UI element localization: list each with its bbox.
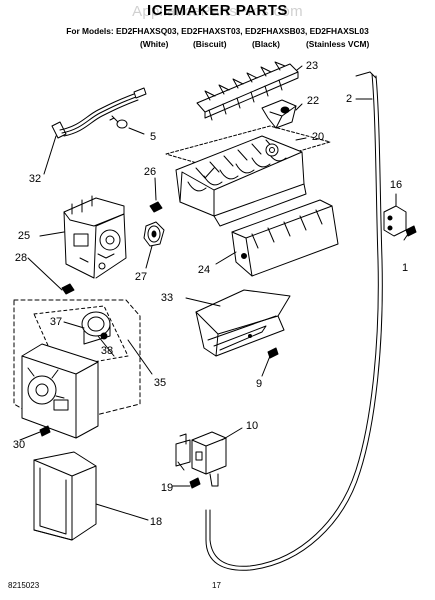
callout-18: 18 (149, 516, 163, 528)
screw-5-part (109, 115, 128, 129)
motor-part (81, 311, 111, 345)
callout-32: 32 (28, 173, 42, 185)
leader-lines (19, 65, 409, 521)
screw-9-part (267, 347, 279, 359)
fill-tube-part (205, 71, 383, 571)
fill-cup-part (195, 289, 291, 357)
watermark: AppliancePartsPros.com (132, 3, 303, 20)
callout-1: 1 (401, 262, 409, 274)
callout-20: 20 (311, 131, 325, 143)
module-cover-part (21, 343, 99, 439)
callout-24: 24 (197, 264, 211, 276)
control-housing-part (63, 195, 127, 279)
bracket-part (231, 199, 339, 277)
callout-5: 5 (149, 131, 157, 143)
ice-mold-part (165, 125, 331, 227)
callout-16: 16 (389, 179, 403, 191)
color-label-black: (Black) (252, 39, 280, 49)
ejector-blade-part (196, 61, 299, 121)
callout-19: 19 (160, 482, 174, 494)
stripper-part (261, 99, 297, 129)
color-label-biscuit: (Biscuit) (193, 39, 227, 49)
tube-bracket-part (383, 205, 407, 237)
models-line: For Models: ED2FHAXSQ03, ED2FHAXST03, ED… (66, 26, 369, 36)
callout-22: 22 (306, 95, 320, 107)
screw-19-part (189, 477, 201, 489)
fitting-part (143, 201, 165, 247)
callout-26: 26 (143, 166, 157, 178)
front-cover-part (33, 451, 97, 541)
screw-30-part (39, 425, 51, 437)
callout-9: 9 (255, 378, 263, 390)
callout-28: 28 (14, 252, 28, 264)
callout-27: 27 (134, 271, 148, 283)
color-label-stainless: (Stainless VCM) (306, 39, 370, 49)
callout-35: 35 (153, 377, 167, 389)
callout-23: 23 (305, 60, 319, 72)
wire-harness-part (51, 87, 147, 139)
callout-37: 37 (49, 316, 63, 328)
callout-38: 38 (100, 345, 114, 357)
assembly-35-boundary (13, 299, 141, 427)
callout-33: 33 (160, 292, 174, 304)
screw-1-part (405, 225, 417, 237)
screw-28-part (61, 283, 75, 295)
callout-2: 2 (345, 93, 353, 105)
water-valve-part (175, 431, 227, 487)
callout-30: 30 (12, 439, 26, 451)
color-label-white: (White) (140, 39, 169, 49)
page-title: ICEMAKER PARTS (147, 2, 288, 19)
page-number: 17 (212, 581, 221, 590)
callout-25: 25 (17, 230, 31, 242)
doc-number: 8215023 (8, 581, 40, 590)
callout-10: 10 (245, 420, 259, 432)
